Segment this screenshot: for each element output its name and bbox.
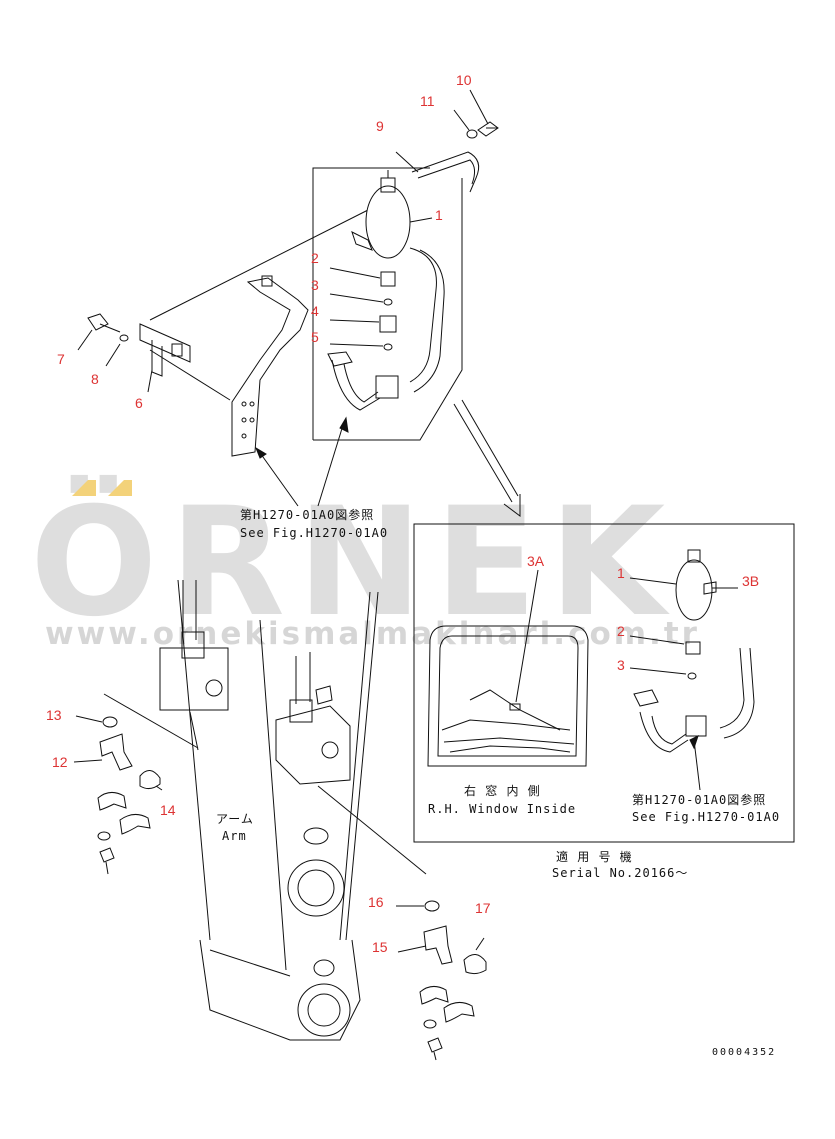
- right-fittings: [396, 900, 487, 1061]
- detail-callout-1: 1: [617, 565, 625, 581]
- callout-2: 2: [311, 250, 319, 266]
- callout-7: 7: [57, 351, 65, 367]
- callout-16: 16: [368, 894, 384, 910]
- detail-accumulator: [629, 549, 755, 791]
- callout-9: 9: [376, 118, 384, 134]
- serial-note-jp: 適 用 号 機: [556, 850, 633, 864]
- window-note-en: R.H. Window Inside: [428, 802, 577, 816]
- detail-callout-2: 2: [617, 623, 625, 639]
- callout-4: 4: [311, 303, 319, 319]
- document-number: 00004352: [712, 1047, 777, 1058]
- cab-window: [427, 569, 589, 767]
- arm: [103, 579, 427, 1041]
- callout-14: 14: [160, 802, 176, 818]
- arm-label-en: Arm: [222, 829, 247, 843]
- callout-3: 3: [311, 277, 319, 293]
- callout-15: 15: [372, 939, 388, 955]
- detail-callout-3b: 3B: [742, 573, 760, 589]
- callout-8: 8: [91, 371, 99, 387]
- ref-note-top-en: See Fig.H1270-01A0: [240, 526, 389, 540]
- callout-17: 17: [475, 900, 491, 916]
- detail-arrow: [453, 399, 521, 517]
- callout-12: 12: [52, 754, 68, 770]
- callout-10: 10: [456, 72, 472, 88]
- top-assembly: [77, 89, 499, 507]
- arm-label-jp: アーム: [216, 812, 254, 826]
- detail-callout-3: 3: [617, 657, 625, 673]
- callout-5: 5: [311, 329, 319, 345]
- ref-note-detail-en: See Fig.H1270-01A0: [632, 810, 781, 824]
- detail-callout-3a: 3A: [527, 553, 545, 569]
- watermark-dots: [72, 480, 132, 496]
- window-note-jp: 右 窓 内 側: [464, 784, 541, 798]
- ref-note-top-jp: 第H1270-01A0図参照: [240, 508, 375, 522]
- serial-note-en: Serial No.20166～: [552, 866, 689, 880]
- callout-1: 1: [435, 207, 443, 223]
- watermark-brand: ÖRNEK: [30, 476, 678, 650]
- callout-11: 11: [420, 93, 435, 109]
- left-fittings: [73, 715, 163, 875]
- detail-frame: [413, 523, 795, 843]
- ref-note-detail-jp: 第H1270-01A0図参照: [632, 793, 767, 807]
- callout-13: 13: [46, 707, 62, 723]
- callout-6: 6: [135, 395, 143, 411]
